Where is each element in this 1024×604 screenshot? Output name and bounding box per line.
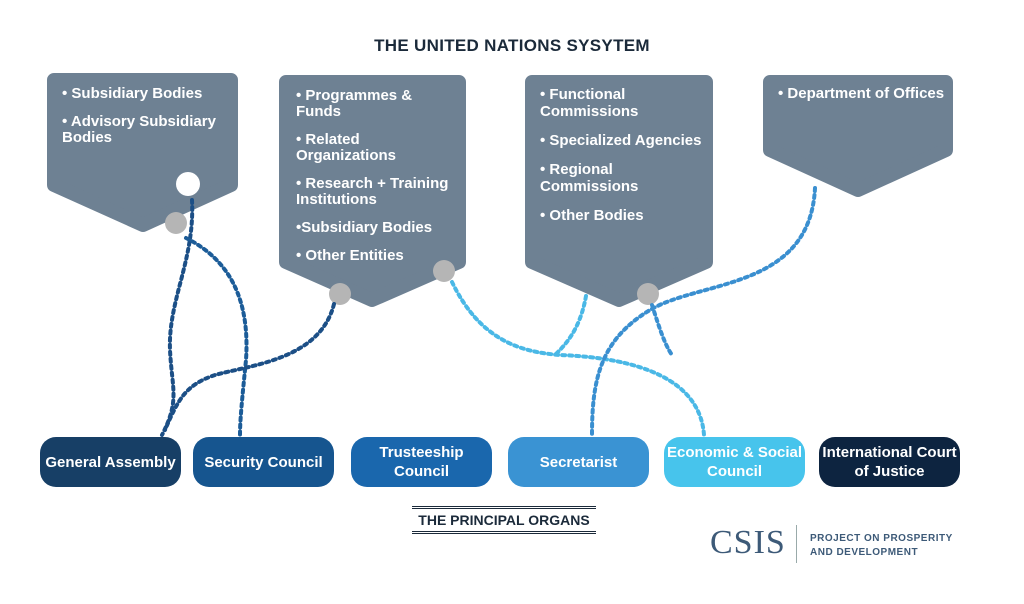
group-item: • Regional Commissions	[540, 161, 639, 195]
link-line	[650, 303, 674, 357]
group-box-2	[279, 75, 466, 307]
principal-organs-label: THE PRINCIPAL ORGANS	[412, 506, 596, 534]
group-2-list: • Programmes & Funds • Related Organizat…	[296, 88, 461, 276]
group-box-4	[763, 75, 953, 197]
group-item: • Functional Commissions	[540, 86, 639, 120]
group-item: • Department of Offices	[778, 85, 945, 102]
connector-dot	[637, 283, 659, 305]
group-4-list: • Department of Offices	[778, 86, 953, 114]
group-item: •Subsidiary Bodies	[296, 219, 433, 236]
link-line	[553, 294, 588, 357]
group-item: • Related Organizations	[296, 131, 397, 164]
connector-dot	[329, 283, 351, 305]
group-item: • Advisory Subsidiary Bodies	[62, 113, 216, 146]
connector-dot-white	[176, 172, 200, 196]
group-item: • Other Entities	[296, 247, 404, 264]
organ-general-assembly: General Assembly	[40, 437, 181, 487]
logo-line-2: AND DEVELOPMENT	[810, 547, 919, 558]
organ-economic-social-council: Economic & Social Council	[664, 437, 805, 487]
group-box-3	[525, 75, 713, 307]
group-item: • Programmes & Funds	[296, 87, 413, 120]
organ-international-court: International Court of Justice	[819, 437, 960, 487]
logo-line-1: PROJECT ON PROSPERITY	[810, 533, 953, 544]
csis-logo: CSIS	[710, 524, 786, 561]
link-line	[163, 302, 336, 432]
logo-divider	[796, 525, 797, 563]
link-line	[184, 236, 249, 437]
connector-dot	[433, 260, 455, 282]
organ-trusteeship-council: Trusteeship Council	[351, 437, 492, 487]
diagram-title: THE UNITED NATIONS SYSYTEM	[374, 36, 650, 55]
group-item: • Specialized Agencies	[540, 132, 702, 149]
group-item: • Other Bodies	[540, 207, 644, 224]
connector-dot	[165, 212, 187, 234]
group-item: • Research + Training Institutions	[296, 175, 449, 208]
group-1-list: • Subsidiary Bodies • Advisory Subsidiar…	[62, 86, 232, 158]
organ-secretariat: Secretarist	[508, 437, 649, 487]
link-line	[450, 280, 706, 437]
group-3-list: • Functional Commissions • Specialized A…	[540, 86, 710, 236]
logo-tagline: PROJECT ON PROSPERITY AND DEVELOPMENT	[810, 532, 953, 560]
link-line	[590, 186, 817, 437]
link-line	[160, 198, 195, 437]
organ-security-council: Security Council	[193, 437, 334, 487]
group-item: • Subsidiary Bodies	[62, 85, 203, 102]
